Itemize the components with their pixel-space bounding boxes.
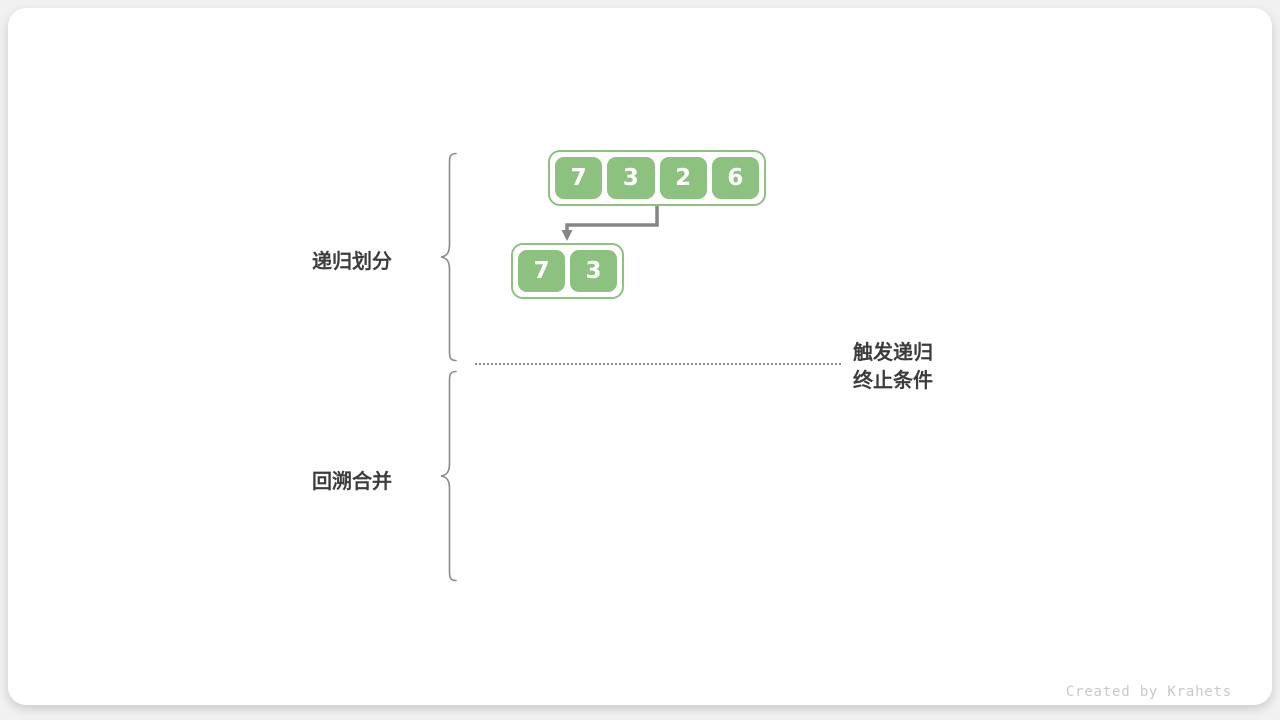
array-top-cell: 6 xyxy=(711,157,759,199)
credit-text: Created by Krahets xyxy=(1065,684,1232,700)
brace-backtrack-merge-icon xyxy=(440,370,457,582)
array-sub-cell: 7 xyxy=(518,250,565,292)
diagram-card: 7 3 2 6 7 3 递归划分 回溯合并 触发递归 终止条件 Created … xyxy=(8,8,1272,705)
recursion-base-divider xyxy=(475,363,841,365)
brace-recursive-divide-icon xyxy=(440,152,457,362)
array-top-cell: 3 xyxy=(607,157,655,199)
annotation-line-1: 触发递归 xyxy=(853,342,933,364)
array-sub: 7 3 xyxy=(511,243,624,299)
annotation-base-case: 触发递归 终止条件 xyxy=(853,339,933,395)
annotation-line-2: 终止条件 xyxy=(853,370,933,392)
split-arrow-icon xyxy=(561,206,659,241)
array-top-cell: 2 xyxy=(659,157,707,199)
phase-label-backtrack-merge: 回溯合并 xyxy=(312,471,392,493)
phase-label-recursive-divide: 递归划分 xyxy=(312,251,392,273)
array-top: 7 3 2 6 xyxy=(548,150,766,206)
array-top-cell: 7 xyxy=(555,157,603,199)
array-sub-cell: 3 xyxy=(570,250,617,292)
